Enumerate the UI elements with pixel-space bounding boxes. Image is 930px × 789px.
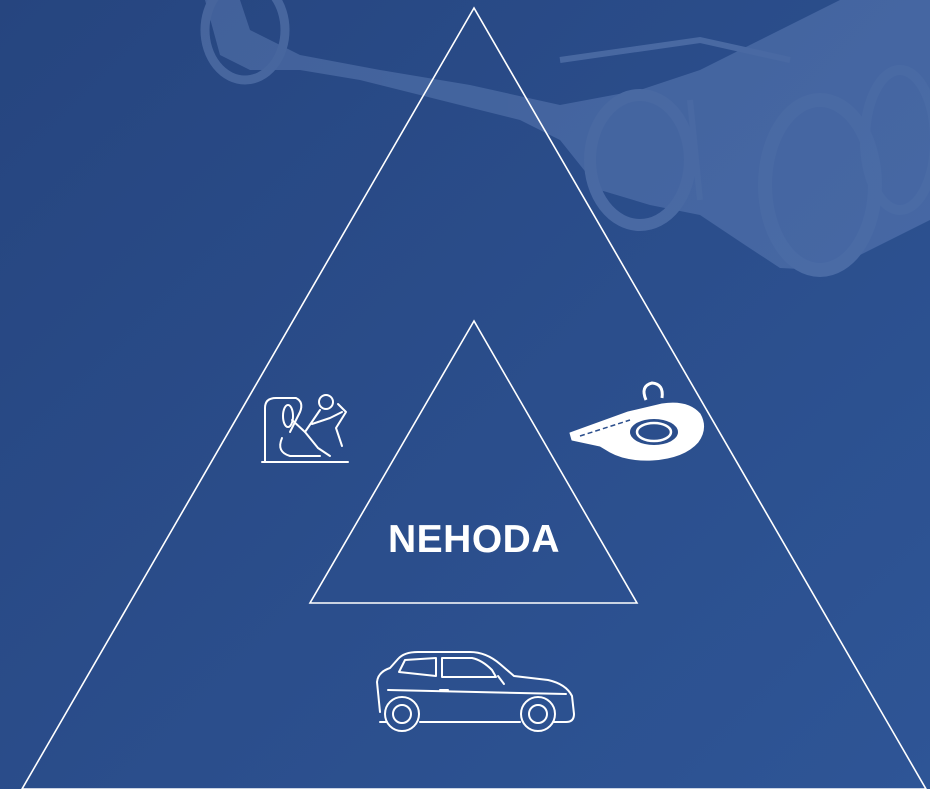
road-icon — [570, 383, 704, 460]
driver-icon — [262, 395, 348, 462]
center-label: NEHODA — [330, 512, 618, 568]
background-vehicle-watermark — [205, 0, 930, 270]
car-icon — [377, 652, 574, 731]
